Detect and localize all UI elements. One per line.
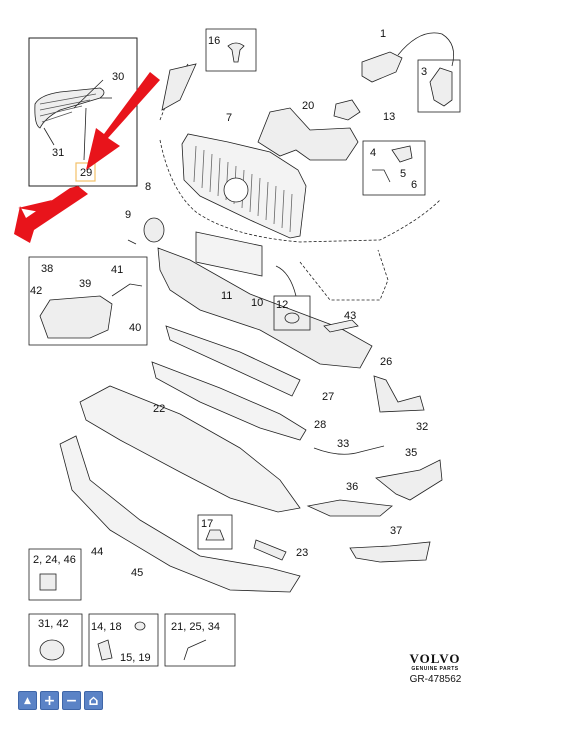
zoom-out-button[interactable]: −: [62, 691, 81, 710]
callout-36: 36: [346, 481, 358, 493]
detail-box-2-24-46: [28, 548, 82, 601]
callout-1: 1: [380, 28, 386, 40]
part-33-harness: [313, 445, 385, 455]
zoom-toolbar: ▲ + − ⌂: [18, 691, 103, 710]
part-20: [257, 107, 359, 161]
detail-box-14-15-18-19: [88, 613, 159, 667]
part-27: [165, 325, 301, 397]
part-37: [349, 541, 431, 563]
callout-42: 42: [30, 285, 42, 297]
volvo-emblem: [223, 177, 249, 203]
callout-7: 7: [226, 112, 232, 124]
part-28: [151, 361, 307, 441]
callout-30: 30: [112, 71, 124, 83]
zoom-in-button[interactable]: +: [40, 691, 59, 710]
callout-39: 39: [79, 278, 91, 290]
callout-6: 6: [411, 179, 417, 191]
legend-14-18: 14, 18: [91, 621, 122, 633]
callout-28: 28: [314, 419, 326, 431]
detail-box-21-25-34: [164, 613, 236, 667]
callout-43: 43: [344, 310, 356, 322]
detail-box-38: [28, 256, 148, 346]
callout-41: 41: [111, 264, 123, 276]
legend-31-42: 31, 42: [38, 618, 69, 630]
callout-12: 12: [276, 299, 288, 311]
detail-box-12: [273, 295, 311, 331]
callout-17: 17: [201, 518, 213, 530]
legend-15-19: 15, 19: [120, 652, 151, 664]
callout-13: 13: [383, 111, 395, 123]
pointer-icon[interactable]: ▲: [18, 691, 37, 710]
callout-4: 4: [370, 147, 376, 159]
callout-32: 32: [416, 421, 428, 433]
part-32: [373, 375, 425, 413]
volvo-logo: VOLVO GENUINE PARTS: [400, 651, 470, 672]
callout-29: 29: [80, 167, 92, 179]
callout-11: 11: [221, 290, 232, 302]
detail-box-16: [205, 28, 257, 72]
callout-23: 23: [296, 547, 308, 559]
part-36: [306, 499, 393, 517]
callout-33: 33: [337, 438, 349, 450]
detail-box-29: [28, 37, 138, 187]
part-35: [375, 459, 443, 501]
detail-box-17: [197, 514, 233, 550]
callout-37: 37: [390, 525, 402, 537]
part-1: [361, 51, 403, 83]
detail-box-31-42: [28, 613, 83, 667]
detail-box-4-6: [362, 140, 426, 196]
red-arrow-icon: [14, 72, 160, 243]
diagram-reference: GR-478562: [409, 674, 462, 685]
home-icon[interactable]: ⌂: [84, 691, 103, 710]
legend-2-24-46: 2, 24, 46: [33, 554, 76, 566]
callout-31: 31: [52, 147, 64, 159]
part-22-skid-plate: [79, 385, 301, 513]
callout-40: 40: [129, 322, 141, 334]
callout-45: 45: [131, 567, 143, 579]
callout-35: 35: [405, 447, 417, 459]
part-44-lower-bumper: [59, 435, 301, 593]
brand-name: VOLVO: [409, 651, 461, 666]
legend-21-25-34: 21, 25, 34: [171, 621, 220, 633]
grille-insert-part: [34, 87, 105, 129]
callout-26: 26: [380, 356, 392, 368]
callout-20: 20: [302, 100, 314, 112]
callout-44: 44: [91, 546, 103, 558]
callout-22: 22: [153, 403, 165, 415]
callout-3: 3: [421, 66, 427, 78]
brand-sub: GENUINE PARTS: [411, 666, 459, 672]
callout-8: 8: [145, 181, 151, 193]
part-29-highlight: [75, 162, 96, 182]
callout-5: 5: [400, 168, 406, 180]
callout-27: 27: [322, 391, 334, 403]
callout-10: 10: [251, 297, 263, 309]
callout-38: 38: [41, 263, 53, 275]
callout-9: 9: [125, 209, 131, 221]
license-plate-holder: [195, 231, 263, 277]
detail-box-3: [417, 59, 461, 113]
part-26-beam: [157, 247, 373, 369]
callout-16: 16: [208, 35, 220, 47]
